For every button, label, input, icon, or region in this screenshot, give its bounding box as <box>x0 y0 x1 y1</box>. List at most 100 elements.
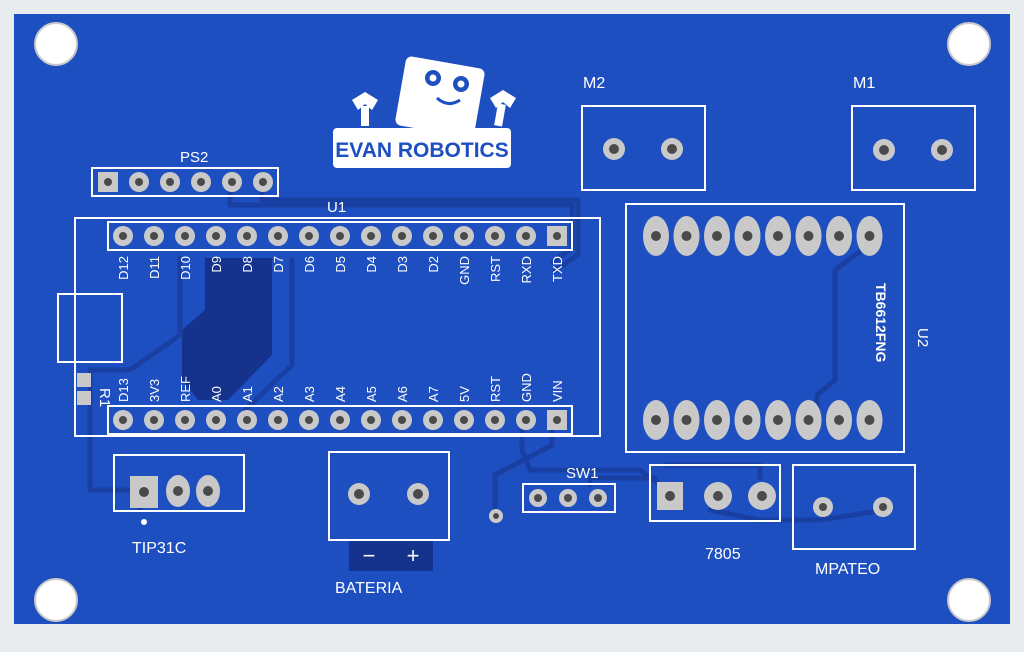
u1-top-pin-label: D10 <box>178 256 193 280</box>
logo-text: EVAN ROBOTICS <box>335 139 508 162</box>
u1-bottom-row-outline <box>107 405 573 435</box>
u2-part-number: TB6612FNG <box>873 283 889 362</box>
u1-bottom-pad-hole <box>150 416 158 424</box>
bateria-plus: + <box>407 543 420 568</box>
u2-pad-hole <box>742 231 753 241</box>
u1-bottom-pad-hole <box>243 416 251 424</box>
u1-top-pad-hole <box>119 232 127 240</box>
copper-pour <box>182 258 272 400</box>
r1-pad-top <box>77 373 91 387</box>
u1-bottom-pad-hole <box>522 416 530 424</box>
u1-top-pad-hole <box>274 232 282 240</box>
u1-top-pin-label: D5 <box>333 256 348 273</box>
u1-top-pad-hole <box>150 232 158 240</box>
u1-bottom-pads <box>113 410 567 430</box>
u1-top-pad-hole <box>491 232 499 240</box>
u2-pad-hole <box>864 231 875 241</box>
m2-designator: M2 <box>583 75 605 92</box>
u1-bottom-pad-hole <box>398 416 406 424</box>
tip31c-designator: TIP31C <box>132 540 186 557</box>
robot-logo-icon <box>333 56 516 168</box>
u1-bottom-pin-label: 3V3 <box>147 379 162 402</box>
u1-top-pad-hole <box>398 232 406 240</box>
u1-bottom-pin-label: GND <box>519 373 534 402</box>
u1-bottom-pin-label: A6 <box>395 386 410 402</box>
u1-top-pin-label: D11 <box>147 256 162 279</box>
u1-bottom-pad-hole <box>491 416 499 424</box>
u1-top-pad-hole <box>181 232 189 240</box>
u1-top-pad-hole <box>305 232 313 240</box>
u1-top-pin-label: GND <box>457 256 472 285</box>
mounting-holes <box>34 22 991 622</box>
usb-connector-outline <box>57 293 123 363</box>
u1-top-pin-label: RST <box>488 256 503 282</box>
u2-pad-hole <box>681 231 692 241</box>
u1-bottom-pad-hole <box>336 416 344 424</box>
u2-pad-hole <box>834 415 844 425</box>
ps2-pads <box>98 172 273 192</box>
u1-bottom-pad-hole <box>212 416 220 424</box>
m1-outline <box>851 105 976 191</box>
tip31c-pin1-dot <box>141 519 147 525</box>
u2-pad-hole <box>803 415 814 425</box>
bateria-polarity-box <box>349 541 433 571</box>
u2-bottom-pads <box>643 400 883 440</box>
u1-top-pin-label: D7 <box>271 256 286 273</box>
u1-top-row-outline <box>107 221 573 251</box>
u1-top-pin-label: D6 <box>302 256 317 273</box>
u2-top-pads <box>643 216 883 256</box>
reg7805-designator: 7805 <box>705 546 741 563</box>
u1-top-pad-hole <box>212 232 220 240</box>
ps2-outline <box>91 167 279 197</box>
u1-top-pin-label: D2 <box>426 256 441 273</box>
u1-bottom-pin-label: 5V <box>457 386 472 402</box>
u1-bottom-pin-label: A7 <box>426 386 441 402</box>
sw1-designator: SW1 <box>566 465 599 482</box>
u1-bottom-pad-hole <box>367 416 375 424</box>
u1-bottom-pin-label: REF <box>178 376 193 402</box>
u1-top-pin-label: D8 <box>240 256 255 273</box>
reg7805-outline <box>649 464 781 522</box>
u2-pad-hole <box>773 231 783 241</box>
u1-bottom-pad-hole <box>181 416 189 424</box>
u1-top-pin-label: D4 <box>364 256 379 273</box>
u1-bottom-pad-hole <box>553 416 561 424</box>
r1-designator: R1 <box>96 388 113 407</box>
u1-outline <box>74 217 601 437</box>
u2-pad-hole <box>773 415 783 425</box>
mpateo-outline <box>792 464 916 550</box>
m2-outline <box>581 105 706 191</box>
ps2-designator: PS2 <box>180 149 208 166</box>
u1-bottom-pin-label: A4 <box>333 386 348 402</box>
u1-top-pad-hole <box>553 232 561 240</box>
m1-designator: M1 <box>853 75 875 92</box>
u1-top-pin-label: TXD <box>550 256 565 282</box>
tip31c-outline <box>113 454 245 512</box>
u1-bottom-pin-label: D13 <box>116 378 131 402</box>
u2-pad-hole <box>803 231 814 241</box>
u2-pad-hole <box>834 231 844 241</box>
u1-top-pin-label: RXD <box>519 256 534 283</box>
u1-top-pad-hole <box>367 232 375 240</box>
u2-pad-hole <box>651 415 661 425</box>
u1-top-pin-label: D3 <box>395 256 410 273</box>
u1-bottom-pin-label: A5 <box>364 386 379 402</box>
u2-designator: U2 <box>914 328 931 347</box>
u2-pad-hole <box>712 415 722 425</box>
u1-designator: U1 <box>327 199 346 216</box>
u2-outline <box>625 203 905 453</box>
u1-bottom-pin-label: A1 <box>240 386 255 402</box>
u1-top-pin-label: D9 <box>209 256 224 273</box>
u2-pad-hole <box>712 231 722 241</box>
u1-bottom-pin-label: VIN <box>550 380 565 402</box>
u2-pad-hole <box>864 415 875 425</box>
bateria-outline <box>328 451 450 541</box>
u1-top-pad-hole <box>460 232 468 240</box>
sw1-outline <box>522 483 616 513</box>
u1-bottom-pad-hole <box>429 416 437 424</box>
u1-bottom-pin-label: A0 <box>209 386 224 402</box>
u1-bottom-pin-label: RST <box>488 376 503 402</box>
u2-pad-hole <box>742 415 753 425</box>
